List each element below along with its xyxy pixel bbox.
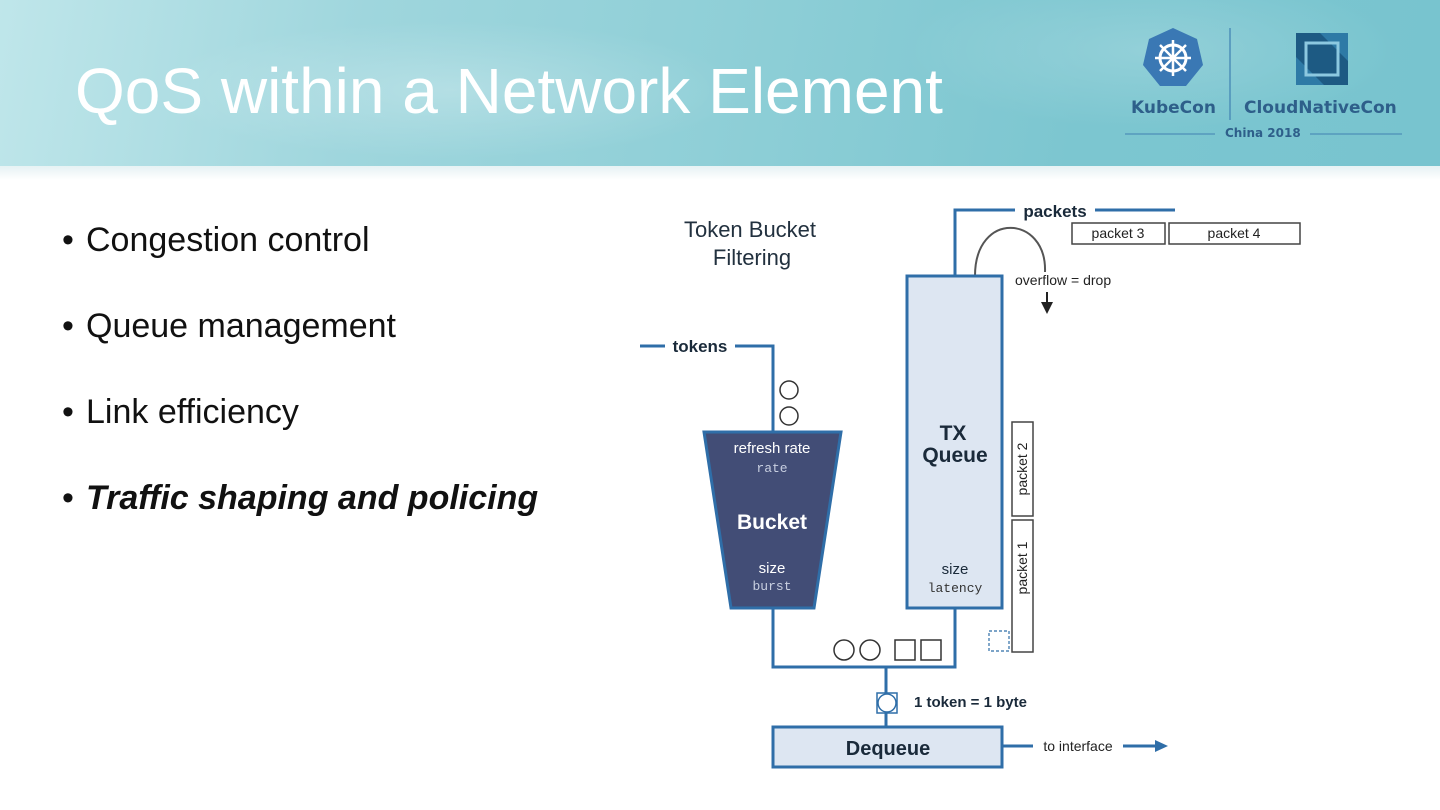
diagram-title-line1: Token Bucket [684,217,816,242]
cloudnativecon-wordmark: CloudNativeCon [1244,98,1397,118]
token-circle [859,639,881,661]
bullet-item: •Link efficiency [62,393,299,431]
token-byte-label: 1 token = 1 byte [914,694,1027,711]
packet-4-box [1168,222,1301,245]
bucket-size-label: size [759,560,786,577]
token-circle [779,380,799,400]
tx-queue-title-line2: Queue [922,444,987,467]
connector-lines [640,208,1175,748]
overflow-arc [974,226,1047,277]
packet-1-label: packet 1 [1014,541,1030,594]
kubecon-wordmark: KubeCon [1131,98,1216,118]
bucket-shape [702,430,843,610]
kubecon-helm-icon [1125,28,1402,135]
to-interface-label: to interface [1043,738,1112,754]
bucket-burst-label: burst [752,579,791,594]
byte-square [894,639,916,661]
bullet-list: •Congestion control •Queue management •L… [62,214,538,558]
diagram-title-line2: Filtering [713,245,791,270]
drop-arrow-head [1041,302,1053,314]
overflow-label: overflow = drop [1015,272,1111,288]
packet-1-box [1011,519,1034,653]
packet-3-label: packet 3 [1092,225,1145,241]
tx-queue-title-line1: TX [940,422,967,445]
packets-label: packets [1023,202,1086,221]
conference-logo: KubeCon CloudNativeCon China 2018 [1120,22,1410,152]
packet-2-label: packet 2 [1014,442,1030,495]
bucket-refresh-label: refresh rate [734,440,811,457]
token-byte-square [876,692,898,714]
byte-square [920,639,942,661]
dequeue-box [771,725,1004,769]
token-circle [833,639,855,661]
bucket-title: Bucket [737,511,807,534]
tokens-label: tokens [673,337,728,356]
arrow-head [1155,740,1168,752]
header-texture [150,20,750,160]
header-banner [0,0,1440,166]
tx-queue-box [905,274,1004,610]
bullet-item: •Queue management [62,307,396,345]
header-divider [0,166,1440,180]
packet-3-box [1071,222,1166,245]
conference-edition: China 2018 [1225,126,1301,140]
token-byte-circle [877,693,897,713]
slide-title: QoS within a Network Element [75,55,943,127]
packet-4-label: packet 4 [1208,225,1261,241]
bullet-item-emphasized: •Traffic shaping and policing [62,479,539,517]
tx-queue-size-label: size [942,561,969,578]
bucket-rate-label: rate [756,461,787,476]
packet-2-box [1011,421,1034,517]
bullet-item: •Congestion control [62,221,370,259]
dequeue-label: Dequeue [846,738,930,760]
tx-queue-latency-label: latency [928,581,983,596]
token-circle [779,406,799,426]
dequeued-packet-slot [988,630,1010,652]
